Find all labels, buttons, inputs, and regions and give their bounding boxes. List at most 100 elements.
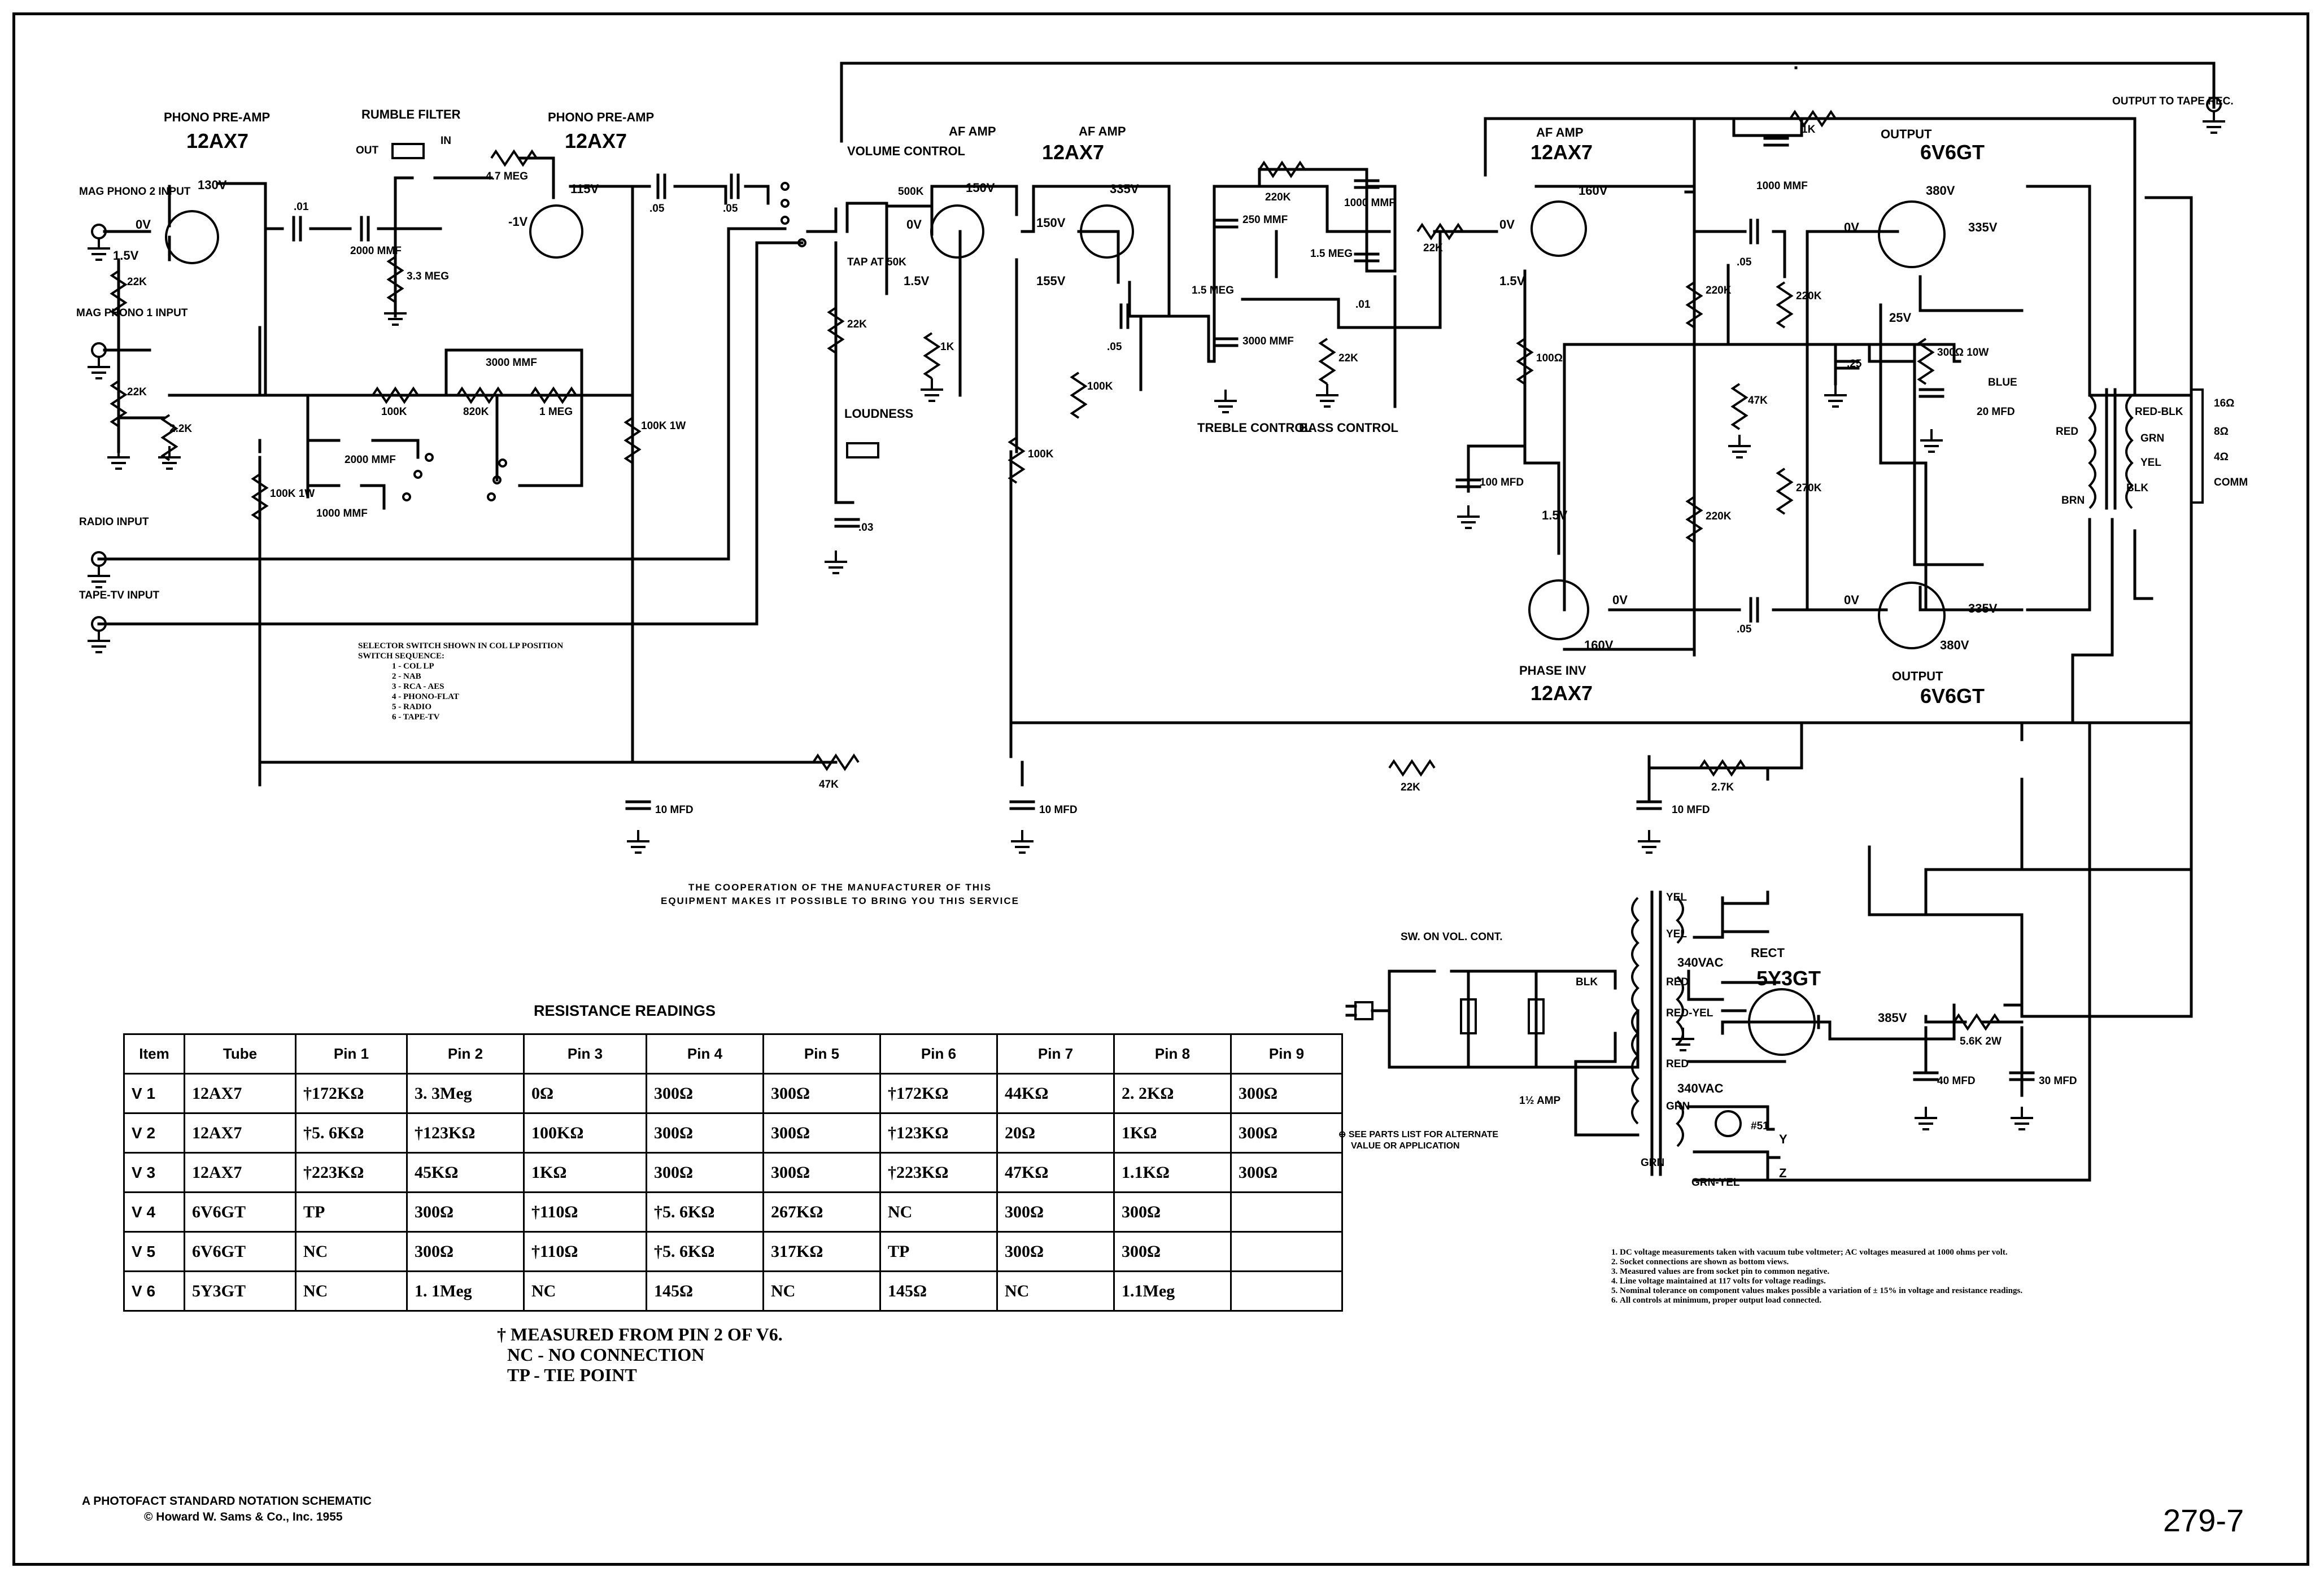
table-cell: †123KΩ <box>406 1112 525 1154</box>
tap-8: 8Ω <box>2214 426 2229 438</box>
table-cell: 317KΩ <box>762 1231 881 1272</box>
r1-value: 500K <box>898 186 924 198</box>
table-cell: 6V6GT <box>184 1231 297 1272</box>
header-cell: Pin 3 <box>523 1033 647 1075</box>
transformer-t1 <box>1631 890 1684 1176</box>
page-border <box>12 12 2309 1566</box>
resistor-r26 <box>1776 281 1794 329</box>
table-header-row: Item Tube Pin 1 Pin 2 Pin 3 Pin 4 Pin 5 … <box>123 1033 1343 1075</box>
r21-value: 100Ω <box>1536 352 1563 364</box>
r13-value: 4.7 MEG <box>486 171 528 182</box>
v3b-cathode-v: 1.5V <box>1542 508 1568 522</box>
table-cell: 300Ω <box>996 1191 1115 1233</box>
tap-comm: COMM <box>2214 477 2248 488</box>
resistor-r16 <box>1008 436 1026 484</box>
capacitor-c19 <box>1834 360 1860 370</box>
tap-label: TAP AT 50K <box>847 256 906 268</box>
footnote: NC - NO CONNECTION <box>507 1344 705 1365</box>
resistor-r4 <box>110 380 128 427</box>
table-cell: 47KΩ <box>996 1152 1115 1193</box>
v3a-label: AF AMP <box>1536 125 1584 139</box>
v4-label: OUTPUT <box>1881 127 1932 141</box>
table-cell: 3. 3Meg <box>406 1073 525 1114</box>
cooperation-line: EQUIPMENT MAKES IT POSSIBLE TO BRING YOU… <box>661 896 1019 906</box>
r19-value: 22K <box>1338 352 1358 364</box>
v2a-label: AF AMP <box>949 124 996 138</box>
r18-value: 220K <box>1265 191 1291 203</box>
treble-control-label: TREBLE CONTROL <box>1197 421 1312 435</box>
c18-value: .05 <box>1737 623 1752 635</box>
table-cell: V 4 <box>123 1191 185 1233</box>
page-number: 279-7 <box>2163 1503 2244 1538</box>
r5-value: 22K <box>127 276 147 288</box>
capacitor-c11 <box>1119 303 1130 329</box>
c1c-value: 10 MFD <box>1672 804 1710 816</box>
tube-v3b <box>1528 579 1589 640</box>
rumble-out-label: OUT <box>356 145 379 156</box>
table-cell: 145Ω <box>646 1270 764 1312</box>
v6-label: RECT <box>1751 946 1785 960</box>
t2-lead-red-blk: RED-BLK <box>2135 406 2183 418</box>
jack-mag-phono-2 <box>91 224 107 239</box>
resistor-r28 <box>1776 468 1794 515</box>
table-cell: 0Ω <box>523 1073 647 1114</box>
heater-y-label: Y <box>1779 1132 1787 1146</box>
v3a-grid-v: 0V <box>1499 217 1515 232</box>
resistor-r19 <box>1318 338 1336 385</box>
table-cell: 300Ω <box>1230 1112 1343 1154</box>
table-cell: 6V6GT <box>184 1191 297 1233</box>
header-cell: Pin 6 <box>879 1033 998 1075</box>
note-item: Socket connections are shown as bottom v… <box>1620 1257 2022 1267</box>
table-cell: NC <box>523 1270 647 1312</box>
loudness-label: LOUDNESS <box>844 407 913 421</box>
note-item: Nominal tolerance on component values ma… <box>1620 1286 2022 1296</box>
table-cell: 1KΩ <box>1113 1112 1232 1154</box>
v4-grid-v: 0V <box>1844 220 1859 234</box>
resistor-r27 <box>1917 338 1935 385</box>
capacitor-c1b <box>2009 1071 2035 1081</box>
v2b-cathode-v: 155V <box>1036 274 1066 288</box>
table-cell: 300Ω <box>646 1073 764 1114</box>
c13-value: 3000 MMF <box>1242 335 1294 347</box>
resistor-r24 <box>1685 496 1703 543</box>
table-cell: NC <box>295 1231 408 1272</box>
capacitor-c7 <box>360 216 370 242</box>
v2-type: 12AX7 <box>1042 141 1104 164</box>
resistor-r13 <box>490 149 538 167</box>
see-parts-line: VALUE OR APPLICATION <box>1351 1141 1460 1151</box>
jack-tape-tv <box>91 616 107 632</box>
table-cell: NC <box>996 1270 1115 1312</box>
r20-value: 22K <box>1423 242 1443 254</box>
capacitor-c1c <box>1636 800 1662 810</box>
header-cell: Item <box>123 1033 185 1075</box>
resistor-r8 <box>372 386 419 404</box>
table-cell: 100KΩ <box>523 1112 647 1154</box>
c1a-value: 40 MFD <box>1937 1075 1976 1087</box>
input-mag-phono-2: MAG PHONO 2 INPUT <box>79 186 191 198</box>
capacitor-c1d <box>1919 388 1944 398</box>
v1a-type: 12AX7 <box>186 129 248 152</box>
table-cell: 1KΩ <box>523 1152 647 1193</box>
table-cell: 2. 2KΩ <box>1113 1073 1232 1114</box>
table-cell: †123KΩ <box>879 1112 998 1154</box>
selector-position: 6 - TAPE-TV <box>392 713 440 722</box>
v3a-cathode-v: 1.5V <box>1499 274 1525 288</box>
capacitor-c8 <box>656 173 666 199</box>
v1a-grid-v: 0V <box>136 217 151 232</box>
footer-copyright: © Howard W. Sams & Co., Inc. 1955 <box>144 1510 343 1523</box>
c5-value: 3000 MMF <box>486 357 537 369</box>
table-cell: V 1 <box>123 1073 185 1114</box>
c4b-value: 1000 MMF <box>316 508 368 519</box>
c2a-value: 10 MFD <box>1039 804 1078 816</box>
r26-value: 220K <box>1796 290 1822 302</box>
r12-value: 100K 1W <box>641 420 686 432</box>
v2b-plate-v: 335V <box>1110 182 1139 196</box>
c2c-value: 100 MFD <box>1480 477 1524 488</box>
resistance-readings-title: RESISTANCE READINGS <box>534 1002 716 1019</box>
r25-value: 1K <box>1802 124 1816 136</box>
resistor-r32 <box>812 753 860 771</box>
